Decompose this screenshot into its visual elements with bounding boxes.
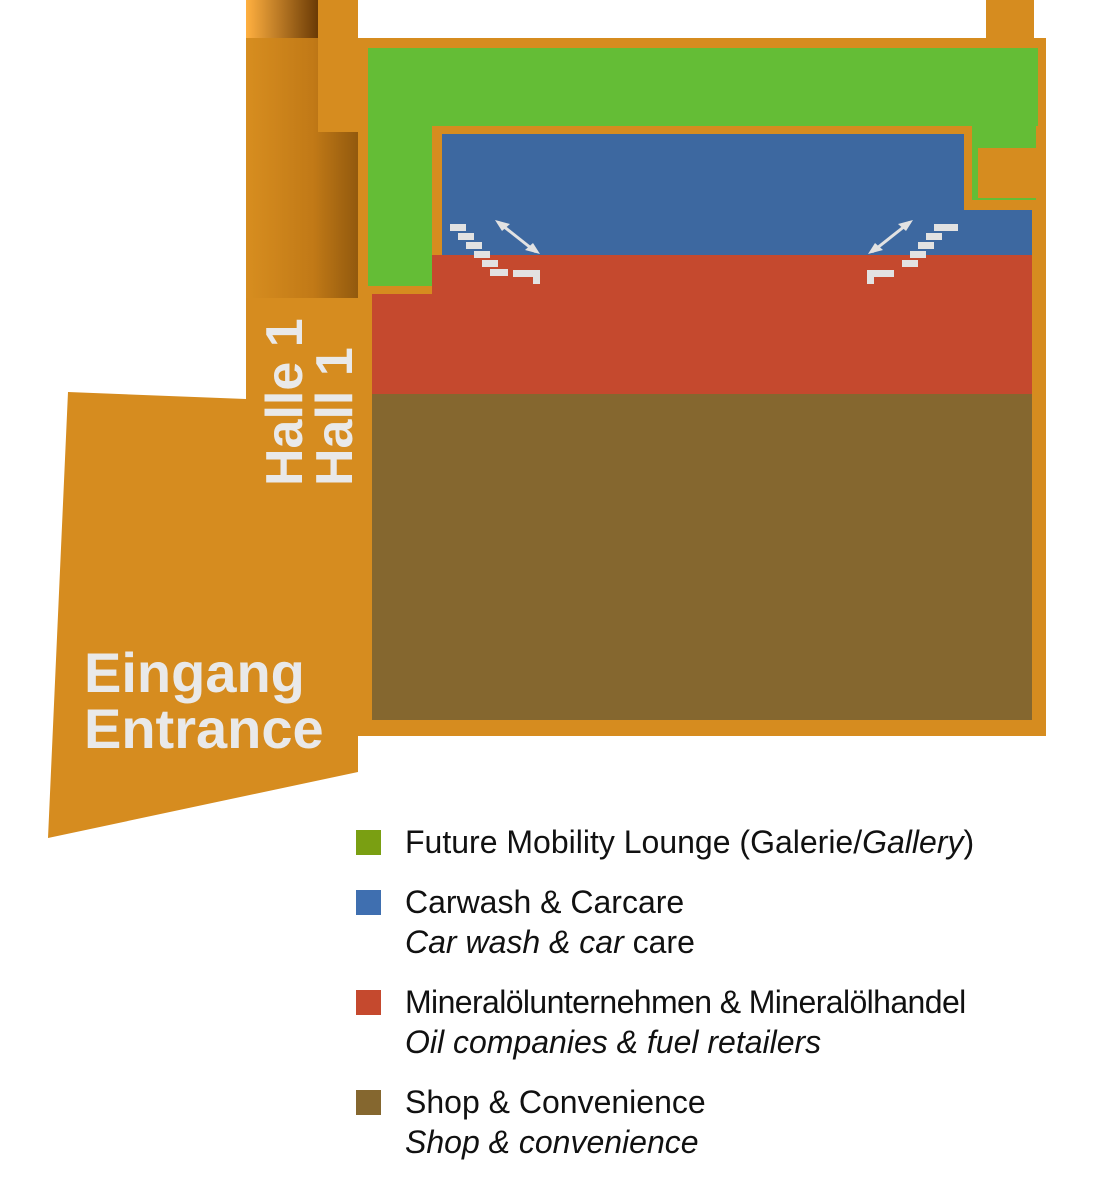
legend-label-en: Car wash & car <box>405 924 624 960</box>
legend-swatch-brown <box>356 1090 381 1115</box>
legend-label-en: Oil companies & fuel retailers <box>405 1024 822 1060</box>
zone-carwash <box>442 134 1032 255</box>
legend-label: Carwash & Carcare <box>405 884 685 920</box>
stairs-icon <box>450 220 540 284</box>
entrance-label-en: Entrance <box>84 697 324 760</box>
legend-label: Shop & Convenience <box>405 1084 706 1120</box>
legend-item-shop: Shop & Convenience Shop & convenience <box>356 1082 974 1162</box>
entrance-area <box>48 392 358 838</box>
legend-label: Future Mobility Lounge (Galerie/ <box>405 824 863 860</box>
legend-swatch-green <box>356 830 381 855</box>
legend-swatch-blue <box>356 890 381 915</box>
hall-floor-plan: Halle 1 Hall 1 Eingang Entrance <box>48 0 1046 838</box>
legend-item-lounge: Future Mobility Lounge (Galerie/Gallery) <box>356 822 974 862</box>
hall-label-de: Halle 1 <box>256 318 314 486</box>
legend-label-en-rest: care <box>623 924 695 960</box>
legend-label-italic: Gallery <box>862 824 964 860</box>
entrance-label-de: Eingang <box>84 641 305 704</box>
stairs-icon <box>867 220 958 284</box>
zone-oil-companies <box>372 255 1032 394</box>
legend-label: Mineralölunternehmen & Mineralölhandel <box>405 984 966 1020</box>
zone-future-mobility-lounge <box>368 48 1038 286</box>
legend-label-en: Shop & convenience <box>405 1124 699 1160</box>
hall-label-en: Hall 1 <box>306 347 364 486</box>
legend-label-end: ) <box>963 824 975 860</box>
legend-swatch-red <box>356 990 381 1015</box>
legend-item-carwash: Carwash & Carcare Car wash & car care <box>356 882 974 962</box>
zone-shop-convenience <box>372 394 1032 720</box>
legend: Future Mobility Lounge (Galerie/Gallery)… <box>356 822 974 1182</box>
legend-item-oil: Mineralölunternehmen & Mineralölhandel O… <box>356 982 974 1062</box>
